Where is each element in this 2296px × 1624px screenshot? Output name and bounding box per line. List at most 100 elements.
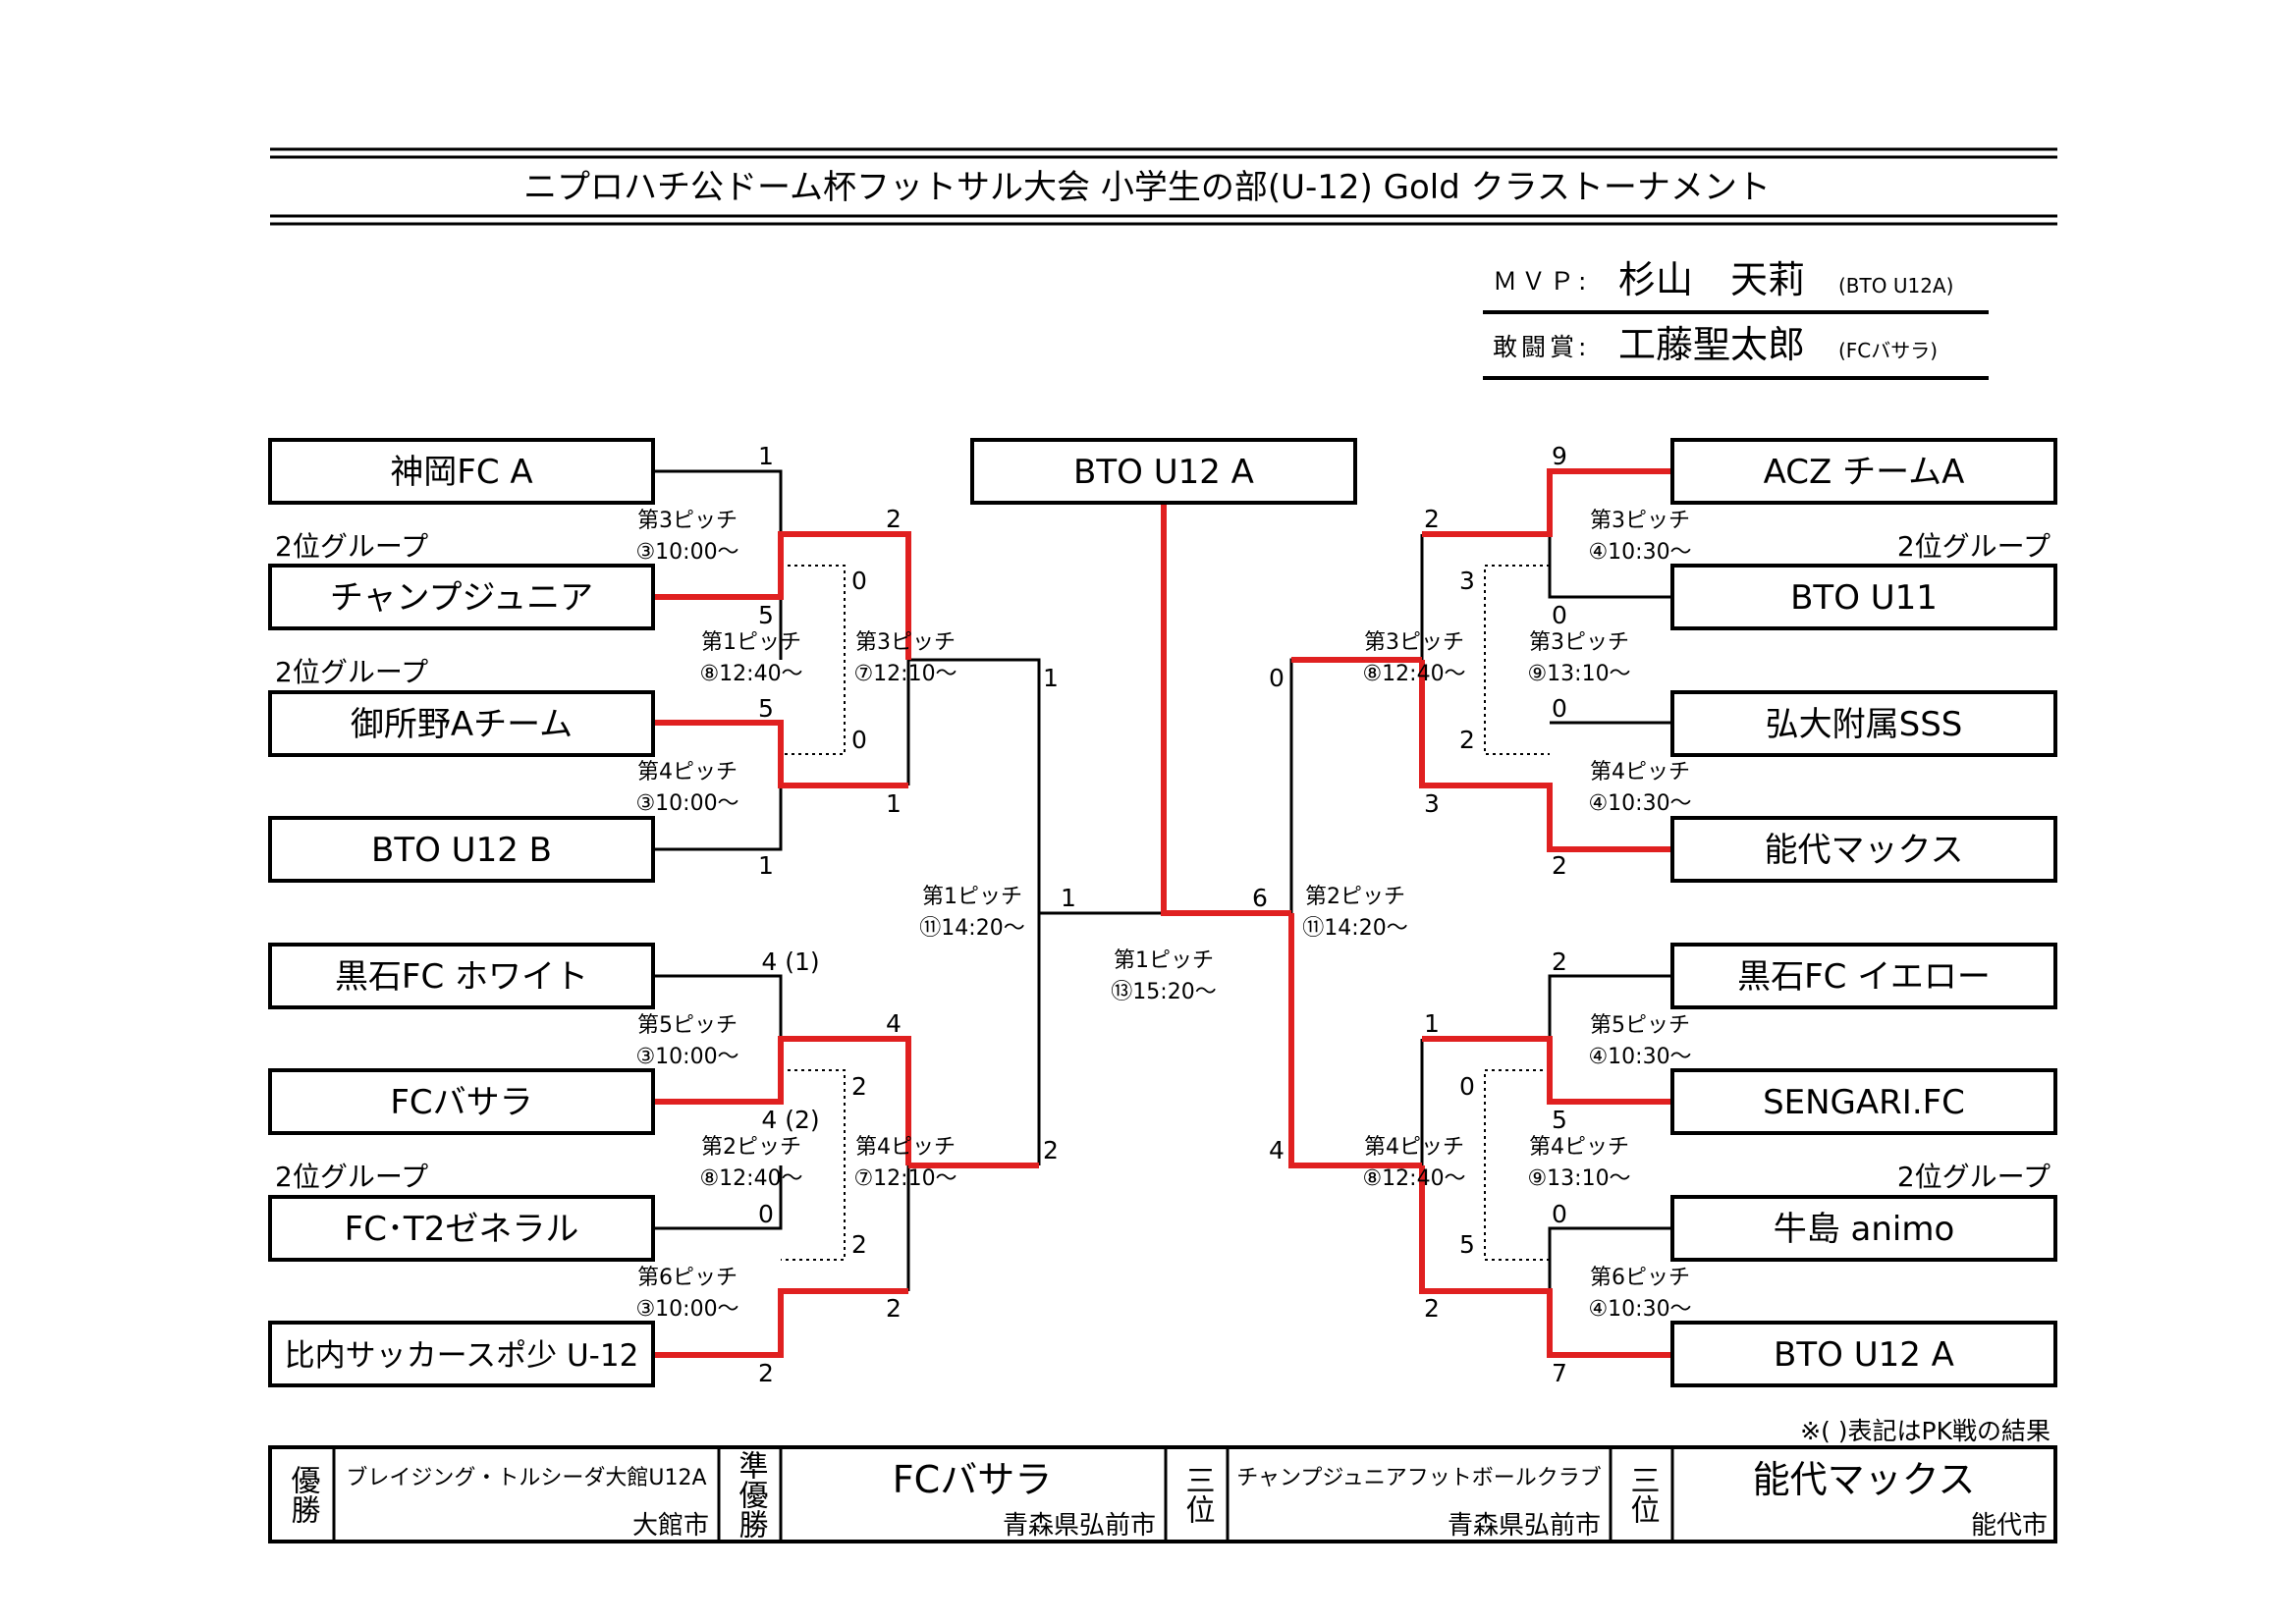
score: 1 [758, 442, 774, 470]
match-time: ④10:30～ [1588, 540, 1691, 565]
match-pitch: 第5ピッチ [1590, 1013, 1690, 1038]
match-pitch: 第4ピッチ [1590, 760, 1690, 785]
match-pitch: 第6ピッチ [637, 1266, 738, 1290]
match-pitch: 第3ピッチ [1364, 630, 1464, 655]
score: 0 [1552, 601, 1567, 629]
group2-label: 2位グループ [275, 656, 428, 688]
match-time: ⑧12:40～ [699, 662, 802, 686]
match-pitch: 第1ピッチ [1114, 948, 1214, 973]
match-time: ⑧12:40～ [1362, 1166, 1465, 1191]
score: 2 [851, 1072, 867, 1101]
score: 0 [1552, 1200, 1567, 1228]
match-pitch: 第4ピッチ [855, 1135, 956, 1160]
score: 0 [851, 726, 867, 754]
match-time: ③10:00～ [635, 540, 738, 565]
title-block: ニプロハチ公ドーム杯フットサル大会 小学生の部(U-12) Gold クラストー… [270, 147, 2057, 226]
match-time: ⑪14:20～ [1302, 916, 1407, 941]
match-time: ④10:30～ [1588, 1045, 1691, 1069]
score: 5 [758, 694, 774, 723]
team-name: BTO U12 B [371, 831, 552, 870]
match-time: ⑨13:10～ [1527, 1166, 1630, 1191]
mvp-name: 杉山 天莉 [1618, 258, 1805, 301]
group2-label: 2位グループ [275, 530, 428, 563]
fighting-spirit-name: 工藤聖太郎 [1618, 323, 1805, 366]
score: 2 [1424, 1294, 1440, 1323]
team-name: ACZ チームA [1764, 453, 1965, 492]
team-name: 御所野Aチーム [351, 705, 573, 744]
fighting-spirit-team: (FCバサラ) [1838, 339, 1938, 362]
score: 2 [1552, 851, 1567, 880]
score: 1 [1061, 884, 1076, 912]
results-table: 優勝 ブレイジング・トルシーダ大館U12A 大館市 準優勝 FCバサラ 青森県弘… [268, 1445, 2057, 1543]
match-time: ④10:30～ [1588, 1297, 1691, 1322]
score: 2 [1552, 947, 1567, 976]
champion-name: BTO U12 A [1073, 453, 1254, 492]
match-pitch: 第3ピッチ [855, 630, 956, 655]
third-place-team: 能代マックス [1753, 1458, 1976, 1501]
match-pitch: 第6ピッチ [1590, 1266, 1690, 1290]
match-time: ③10:00～ [635, 1045, 738, 1069]
score: 0 [1269, 664, 1285, 692]
score: 2 [886, 505, 902, 533]
team-name: 牛島 animo [1774, 1210, 1955, 1249]
match-time: ⑬15:20～ [1111, 980, 1216, 1004]
match-pitch: 第2ピッチ [701, 1135, 801, 1160]
match-pitch: 第4ピッチ [637, 760, 738, 785]
third-place-label: 三位 [1180, 1465, 1215, 1524]
match-pitch: 第5ピッチ [637, 1013, 738, 1038]
first-place-label: 優勝 [286, 1465, 321, 1524]
match-pitch: 第3ピッチ [1529, 630, 1629, 655]
team-name: FC･T2ゼネラル [345, 1210, 579, 1249]
mvp-team: (BTO U12A) [1838, 274, 1953, 298]
third-place-city: 青森県弘前市 [1448, 1511, 1601, 1541]
page-title: ニプロハチ公ドーム杯フットサル大会 小学生の部(U-12) Gold クラストー… [523, 168, 1771, 207]
winner-path [655, 468, 1670, 1358]
score: 2 [1043, 1136, 1059, 1164]
match-time: ③10:00～ [635, 1297, 738, 1322]
fighting-spirit-label: 敢闘賞: [1493, 333, 1590, 361]
match-time: ③10:00～ [635, 791, 738, 816]
match-pitch: 第2ピッチ [1305, 885, 1405, 909]
score: 5 [1459, 1230, 1475, 1259]
match-pitch: 第3ピッチ [1590, 509, 1690, 533]
score: 2 [1424, 505, 1440, 533]
score: 2 [758, 1359, 774, 1387]
team-name: 比内サッカースポ少 U-12 [285, 1338, 639, 1374]
left-team-boxes: 神岡FC A チャンプジュニア 御所野Aチーム BTO U12 B 黒石FC ホ… [268, 438, 655, 1387]
score: 1 [1043, 664, 1059, 692]
team-name: 黒石FC ホワイト [335, 957, 588, 997]
score: 5 [758, 601, 774, 629]
team-name: チャンプジュニア [330, 578, 593, 618]
team-name: 能代マックス [1765, 831, 1964, 870]
second-place-team: FCバサラ [893, 1458, 1052, 1501]
score: 3 [1424, 789, 1440, 818]
match-time: ⑪14:20～ [919, 916, 1024, 941]
match-time: ⑧12:40～ [699, 1166, 802, 1191]
score: 6 [1252, 884, 1268, 912]
match-pitch: 第3ピッチ [637, 509, 738, 533]
match-pitch: 第4ピッチ [1364, 1135, 1464, 1160]
team-name: BTO U12 A [1774, 1335, 1954, 1375]
match-pitch: 第1ピッチ [701, 630, 801, 655]
right-team-boxes: ACZ チームA BTO U11 弘大附属SSS 能代マックス 黒石FC イエロ… [1670, 438, 2057, 1387]
scores: 1 5 5 1 4 (1) 4 (2) 0 2 2 1 4 2 0 0 2 2 … [758, 442, 1567, 1387]
score: 5 [1552, 1106, 1567, 1134]
score: 2 [886, 1294, 902, 1323]
team-name: 弘大附属SSS [1766, 705, 1963, 744]
score: 3 [1459, 567, 1475, 595]
score: 4 (2) [761, 1106, 819, 1134]
team-name: 黒石FC イエロー [1737, 957, 1991, 997]
champion-box: BTO U12 A [970, 438, 1357, 505]
team-name: BTO U11 [1790, 578, 1938, 618]
score: 1 [758, 851, 774, 880]
group2-label: 2位グループ [1897, 530, 2050, 563]
match-time: ⑦12:10～ [853, 1166, 957, 1191]
score: 1 [1424, 1009, 1440, 1038]
mvp-label: ＭＶＰ: [1493, 267, 1590, 296]
score: 0 [758, 1200, 774, 1228]
match-time: ⑨13:10～ [1527, 662, 1630, 686]
score: 4 [886, 1009, 902, 1038]
match-pitch: 第4ピッチ [1529, 1135, 1629, 1160]
